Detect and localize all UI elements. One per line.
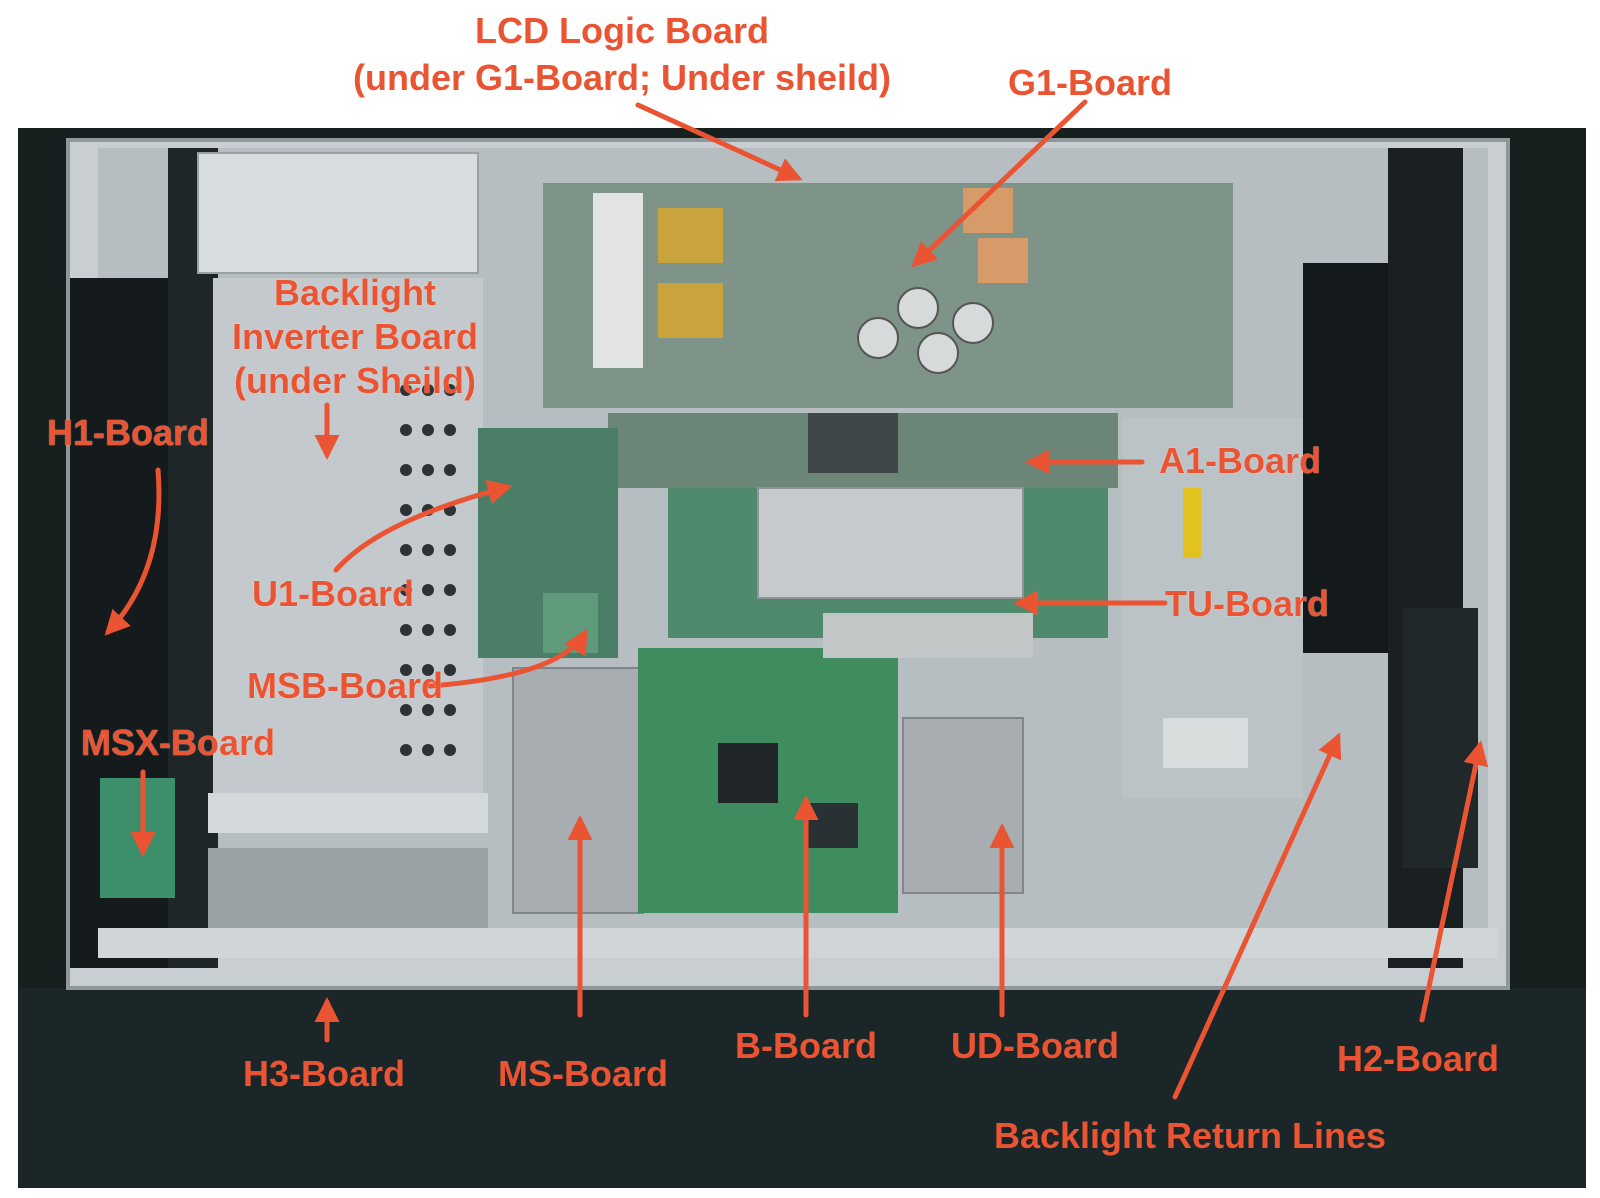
- g1-transformer-4: [978, 238, 1028, 283]
- g1-capacitors: [857, 287, 994, 374]
- top-left-bracket: [197, 152, 479, 274]
- msx-board-pcb: [100, 778, 175, 898]
- ud-board-shield: [902, 717, 1024, 894]
- label-u1-board: U1-Board: [251, 573, 415, 614]
- label-backlight-line3: (under Sheild): [234, 360, 476, 401]
- label-h1-board: H1-Board: [46, 412, 210, 453]
- b-board-chip-2: [808, 803, 858, 848]
- g1-transformer-3: [963, 188, 1013, 233]
- label-backlight-return: Backlight Return Lines: [993, 1115, 1387, 1156]
- msb-board-chip: [543, 593, 598, 653]
- label-g1-board: G1-Board: [1007, 62, 1173, 103]
- tuner-can: [757, 487, 1024, 599]
- warning-sticker: [1183, 488, 1201, 558]
- g1-transformer-2: [658, 283, 723, 338]
- a1-heatsink: [808, 413, 898, 473]
- h2-board-pcb: [1403, 608, 1478, 868]
- bottom-rail: [98, 928, 1498, 958]
- b-board-chip-1: [718, 743, 778, 803]
- label-backlight-line2: Inverter Board: [231, 316, 479, 357]
- label-b-board: B-Board: [735, 1025, 877, 1066]
- g1-transformer-1: [658, 208, 723, 263]
- label-a1-board: A1-Board: [1158, 440, 1322, 481]
- label-backlight-line1: Backlight: [273, 272, 437, 313]
- label-ud-board: UD-Board: [951, 1025, 1119, 1066]
- ferrite-blocks: [823, 613, 1033, 658]
- bottom-bracket: [208, 793, 488, 833]
- label-h3-board: H3-Board: [242, 1053, 406, 1094]
- g1-heatsink: [593, 193, 643, 368]
- label-sticker: [1163, 718, 1248, 768]
- ms-board-shield: [512, 667, 644, 914]
- label-h2-board: H2-Board: [1336, 1038, 1500, 1079]
- g1-power-board: [543, 183, 1233, 408]
- label-msb-board: MSB-Board: [247, 665, 443, 706]
- label-ms-board: MS-Board: [498, 1053, 668, 1094]
- label-tu-board: TU-Board: [1165, 583, 1329, 624]
- label-msx-board: MSX-Board: [80, 722, 276, 763]
- label-lcd-logic-line1: LCD Logic Board: [475, 10, 769, 51]
- label-lcd-logic-line2: (under G1-Board; Under sheild): [352, 57, 892, 98]
